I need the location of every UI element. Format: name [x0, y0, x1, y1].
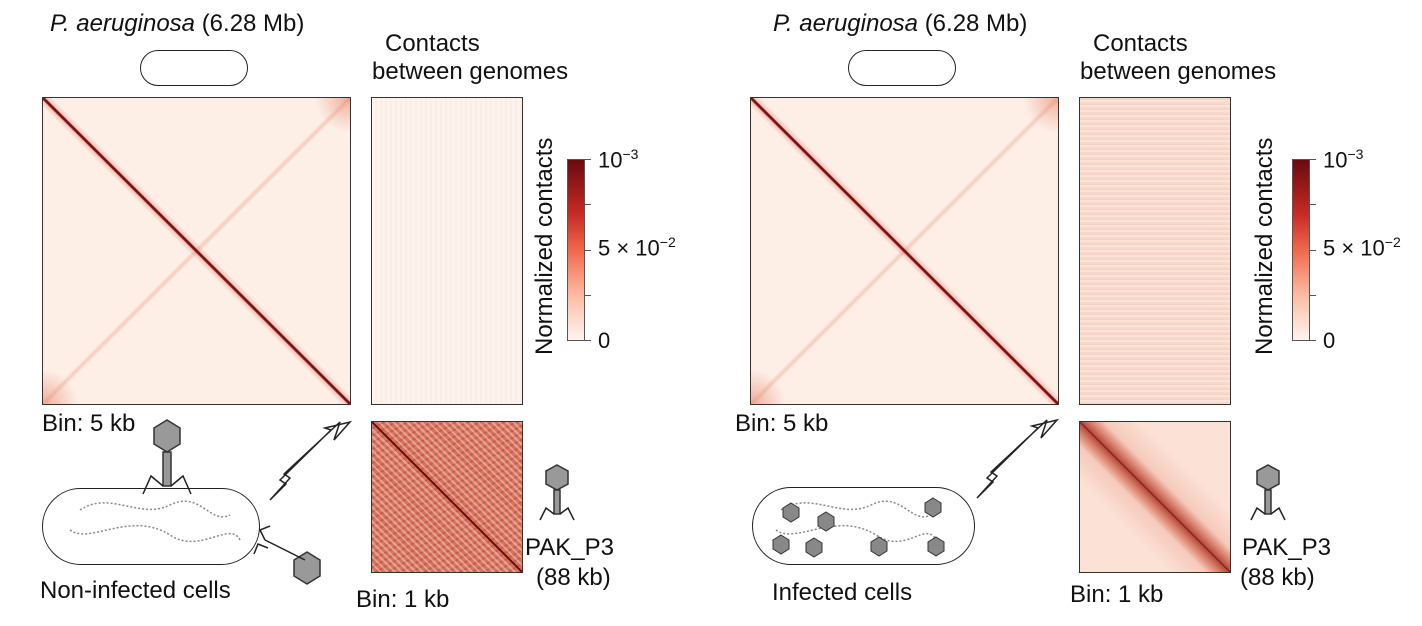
double-arrow-icon — [976, 418, 1060, 499]
genome-title: P. aeruginosa (6.28 Mb) — [773, 10, 1028, 37]
host-contact-map — [42, 97, 351, 405]
phage-icon — [1256, 464, 1280, 491]
bin-host: Bin: 5 kb — [735, 410, 829, 437]
cell-label: Non-infected cells — [40, 577, 231, 604]
phage-icons — [772, 418, 1286, 558]
phage-name: PAK_P3 — [525, 534, 614, 561]
inter-genome-contact-map — [1079, 97, 1231, 405]
bacterium-icon — [140, 50, 248, 86]
phage-icon — [545, 464, 569, 491]
bin-phage: Bin: 1 kb — [1070, 581, 1164, 608]
contacts-title-1: Contacts — [385, 30, 480, 57]
colorbar-max: 10−3 — [598, 146, 639, 173]
cell-label: Infected cells — [772, 579, 913, 606]
phage-name: PAK_P3 — [1242, 534, 1331, 561]
inter-genome-contact-map — [371, 97, 523, 405]
colorbar-mid: 5 × 10−2 — [598, 234, 676, 261]
bacterium-icon — [848, 50, 956, 86]
contacts-title-2: between genomes — [1080, 58, 1277, 85]
bin-host: Bin: 5 kb — [42, 410, 136, 437]
bacterium-icon — [42, 488, 260, 565]
colorbar-max: 10−3 — [1323, 146, 1364, 173]
colorbar — [1292, 159, 1310, 341]
contacts-title-2: between genomes — [372, 58, 569, 85]
phage-icon — [293, 551, 321, 585]
genome-title: P. aeruginosa (6.28 Mb) — [50, 10, 305, 37]
phage-contact-map — [371, 421, 523, 573]
colorbar-mid: 5 × 10−2 — [1323, 234, 1401, 261]
capsid-icons — [772, 497, 945, 558]
phage-size: (88 kb) — [1240, 564, 1315, 591]
colorbar-min: 0 — [1323, 328, 1336, 353]
colorbar — [567, 159, 585, 341]
phage-size: (88 kb) — [536, 564, 611, 591]
colorbar-min: 0 — [598, 328, 611, 353]
host-contact-map — [750, 97, 1059, 405]
double-arrow-icon — [269, 420, 353, 501]
contacts-title-1: Contacts — [1093, 30, 1188, 57]
phage-icon — [153, 419, 181, 453]
phage-icons — [69, 419, 575, 585]
phage-contact-map — [1079, 421, 1231, 573]
bin-phage: Bin: 1 kb — [356, 586, 450, 613]
